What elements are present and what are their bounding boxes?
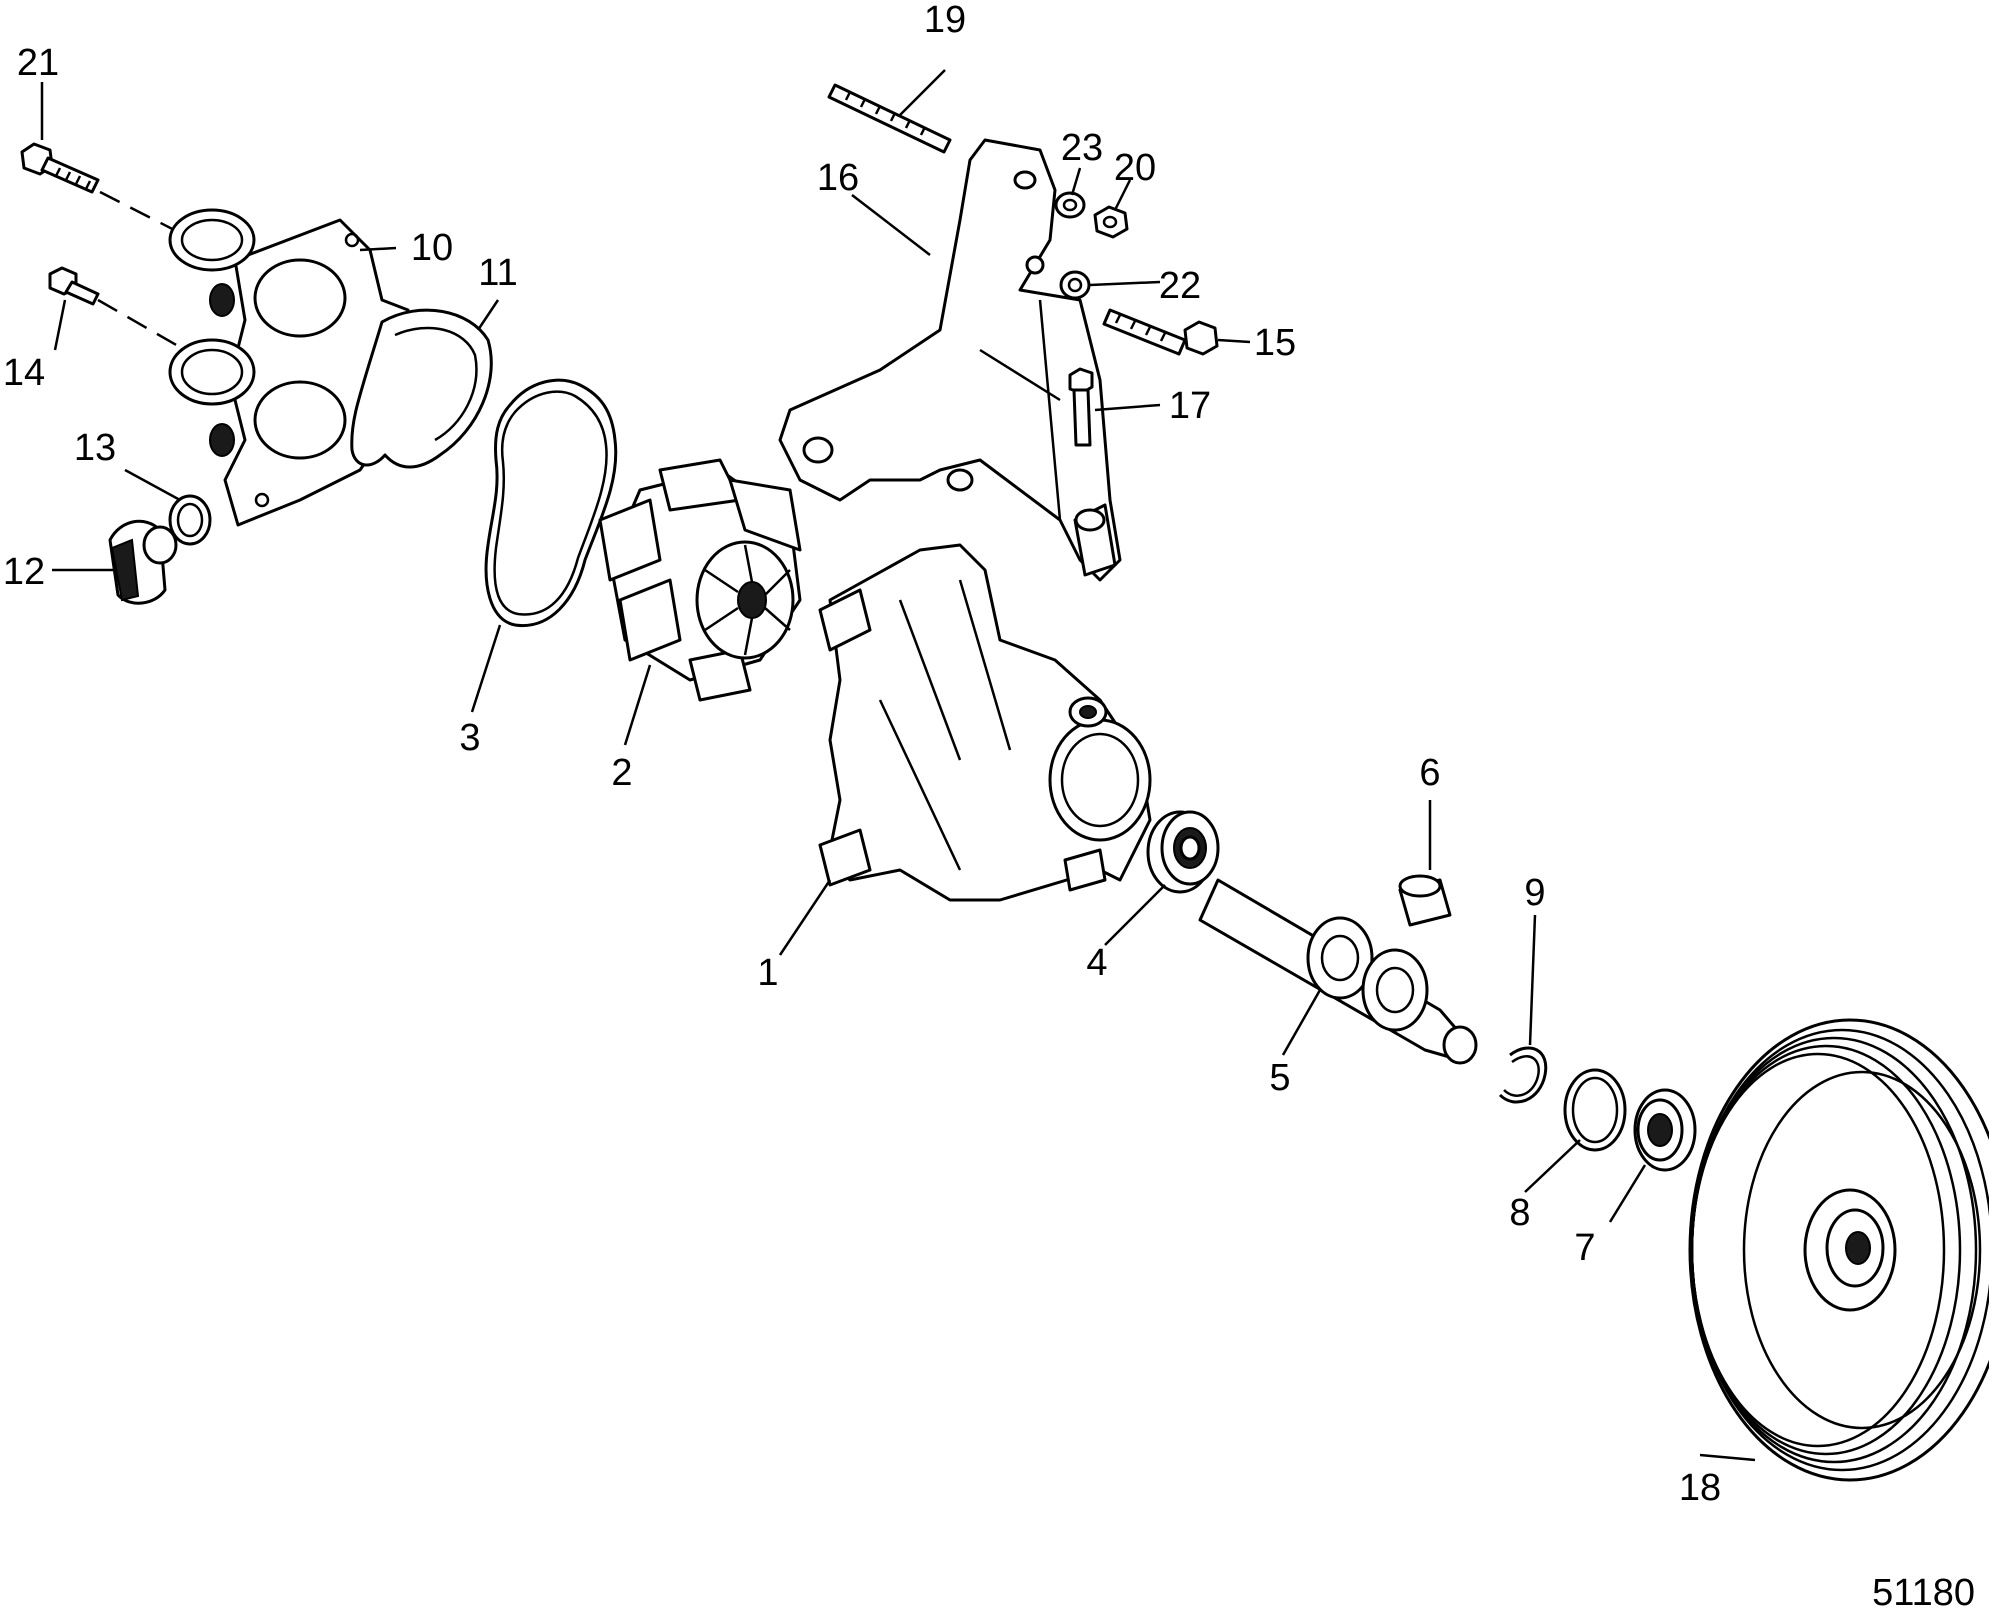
part-11-gasket xyxy=(350,308,493,469)
part-6-sleeve xyxy=(1398,874,1452,927)
leader-3 xyxy=(470,624,502,713)
figure-number: 51180 xyxy=(1872,1572,1975,1614)
callout-7: 7 xyxy=(1574,1227,1595,1269)
leader-dash-14 xyxy=(97,298,186,352)
part-13-o-ring xyxy=(168,494,212,546)
part-7-seal xyxy=(1633,1088,1697,1172)
part-20-nut xyxy=(1093,205,1129,239)
callout-10: 10 xyxy=(411,227,453,269)
callout-3: 3 xyxy=(459,717,480,759)
leader-5 xyxy=(1281,989,1322,1056)
callout-15: 15 xyxy=(1254,322,1296,364)
part-1-pump-body xyxy=(818,543,1152,902)
part-9-snap-ring xyxy=(1498,1046,1548,1104)
part-23-washer xyxy=(1054,191,1086,219)
leader-22 xyxy=(1089,280,1161,287)
leader-15 xyxy=(1217,338,1251,344)
leader-7 xyxy=(1608,1164,1647,1223)
part-17-bolt xyxy=(1068,367,1094,447)
leader-1 xyxy=(778,879,832,956)
callout-18: 18 xyxy=(1679,1467,1721,1509)
callout-1: 1 xyxy=(757,952,778,994)
leader-8 xyxy=(1524,1139,1581,1193)
leader-19 xyxy=(899,69,946,116)
leader-2 xyxy=(623,664,652,746)
callout-16: 16 xyxy=(817,157,859,199)
callout-12: 12 xyxy=(3,551,45,593)
callout-13: 13 xyxy=(74,427,116,469)
callout-22: 22 xyxy=(1159,265,1201,307)
part-14-bolt xyxy=(48,266,100,306)
leader-4 xyxy=(1104,884,1166,946)
callout-4: 4 xyxy=(1086,942,1107,984)
leader-lines xyxy=(40,69,1756,1462)
part-2-impeller xyxy=(598,458,802,702)
callout-9: 9 xyxy=(1524,872,1545,914)
callout-21: 21 xyxy=(17,42,59,84)
leader-18 xyxy=(1699,1453,1756,1462)
callout-5: 5 xyxy=(1269,1057,1290,1099)
part-21-bolt xyxy=(20,142,100,194)
leader-10 xyxy=(359,246,397,252)
part-16-bracket xyxy=(778,138,1122,582)
part-19-stud xyxy=(827,83,952,154)
part-22-lock-washer xyxy=(1059,270,1091,300)
leader-9 xyxy=(1528,914,1537,1046)
leader-17 xyxy=(1094,403,1161,412)
leader-11 xyxy=(476,299,500,331)
callout-23: 23 xyxy=(1061,127,1103,169)
leader-20 xyxy=(1113,179,1132,211)
part-8-ring xyxy=(1563,1068,1627,1152)
part-5-shaft xyxy=(1198,878,1478,1065)
part-18-pulley xyxy=(1688,1018,1989,1482)
callout-6: 6 xyxy=(1419,752,1440,794)
callout-2: 2 xyxy=(611,752,632,794)
part-3-seal xyxy=(484,378,618,628)
callout-11: 11 xyxy=(478,252,517,294)
callout-20: 20 xyxy=(1114,147,1156,189)
callout-labels: 21 10 11 14 13 12 3 2 1 4 5 6 9 8 7 18 1… xyxy=(3,0,1721,1509)
leader-14 xyxy=(53,299,67,351)
callout-19: 19 xyxy=(924,0,966,41)
leader-13 xyxy=(124,468,181,502)
leader-23 xyxy=(1070,167,1082,196)
callout-17: 17 xyxy=(1169,385,1211,427)
part-12-drain-plug xyxy=(108,519,178,605)
callout-8: 8 xyxy=(1509,1192,1530,1234)
part-15-bolt xyxy=(1102,308,1219,356)
part-4-bearing xyxy=(1146,810,1220,894)
leader-16 xyxy=(851,194,931,256)
callout-14: 14 xyxy=(3,352,45,394)
